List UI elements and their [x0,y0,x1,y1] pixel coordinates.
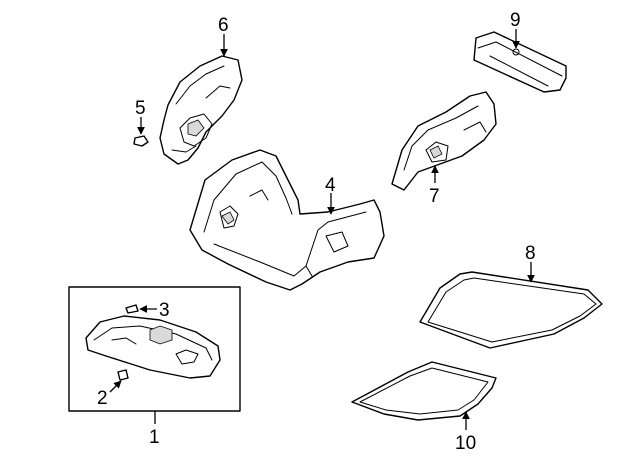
callout-10: 10 [455,433,476,454]
callout-2: 2 [97,388,108,409]
callout-8: 8 [525,243,536,264]
part-6-left-quarter-trim [159,55,243,165]
callout-6: 6 [218,15,229,36]
part-5-clip [133,135,149,147]
callout-5: 5 [135,98,146,119]
callout-9: 9 [510,10,521,31]
part-8-floor-mat [419,271,603,349]
part-10-spare-cover [351,361,497,421]
leader-2 [109,380,122,393]
callout-3: 3 [159,300,170,321]
part-7-right-quarter-trim [391,91,497,191]
callout-4: 4 [325,175,336,196]
callout-7: 7 [429,186,440,207]
part-4-trunk-trim [189,149,385,291]
part-3-clip [125,304,139,314]
callout-1: 1 [149,427,160,448]
part-9-tray-panel [473,31,567,93]
part-1-package-tray-box [68,286,241,412]
part-2-fastener [117,369,129,381]
